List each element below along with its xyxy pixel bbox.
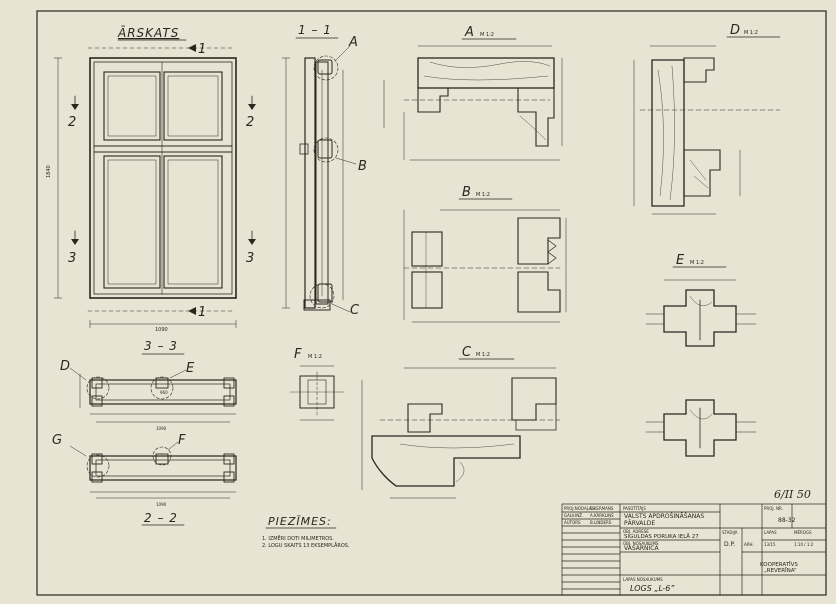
tb-kop-line1: KOOPERATĪVS — [760, 561, 798, 568]
handwritten-date: 6/II 50 — [774, 488, 811, 501]
notes-line2: 2. LOGU SKAITS 13 EKSEMPLĀROS. — [262, 542, 350, 549]
section-2-2-title: 2 – 2 — [144, 511, 178, 525]
detail-B-letter: B — [462, 185, 471, 200]
tb-r1-name: E.KERMANS — [590, 506, 614, 511]
detail-F: F M 1:2 — [289, 347, 345, 421]
dim-3-3-inner: 960 — [160, 390, 168, 395]
marker-one-top: 1 — [198, 42, 206, 57]
tb-stage-value: D.P. — [724, 541, 735, 548]
callout-B-label: B — [358, 159, 367, 174]
title-block: PROJ.NODAĻAS E.KERMANS GALV.INŽ. A.KĀRKL… — [561, 503, 827, 596]
tb-scale-value: 1:10 / 1:2 — [794, 542, 814, 547]
notes-block: PIEZĪMES: 1. IZMĒRI DOTI MILIMETROS. 2. … — [262, 515, 350, 549]
tb-name-value: VASARNĪCA — [624, 545, 659, 552]
detail-E-letter: E — [676, 253, 685, 268]
tb-obj-label: OBJ. ADRESE — [623, 529, 649, 534]
dim-width: 1090 — [155, 327, 168, 333]
dim-height: 1840 — [46, 165, 52, 178]
detail-A-letter: A — [464, 25, 474, 40]
tb-stage-label: STADIJA — [722, 530, 738, 535]
section-1-1: 1 – 1 A B C — [281, 23, 367, 318]
tb-obj-value: SIGULDAS PORUKA IELĀ 27 — [624, 533, 699, 540]
callout-C-label: C — [350, 303, 360, 318]
detail-F-scale: M 1:2 — [308, 354, 322, 360]
marker-three-left: 3 — [68, 251, 76, 266]
callout-G-label: G — [52, 433, 62, 448]
detail-C-scale: M 1:2 — [476, 352, 490, 358]
tb-arch-label: ARH. — [744, 542, 754, 547]
tb-org-line1: VALSTS APDROŠINĀŠANAS — [624, 513, 704, 520]
callout-F-label: F — [178, 433, 186, 448]
callout-D-label: D — [60, 359, 70, 374]
tb-r2-role: GALV.INŽ. — [564, 513, 583, 518]
detail-C: C M 1:2 — [361, 345, 561, 499]
notes-line1: 1. IZMĒRI DOTI MILIMETROS. — [262, 535, 334, 542]
tb-scale-label: MĒROGS — [794, 530, 812, 535]
callout-E-label: E — [186, 361, 195, 376]
tb-name-label: OBJ. NOSAUKUMS — [623, 541, 659, 546]
section-2-2: G F 1090 2 – 2 — [52, 433, 237, 526]
tb-sheet-no: 13/15 — [764, 542, 776, 547]
tb-sheet-value: LOGS „L-6” — [630, 584, 675, 593]
dim-3-3-total: 1090 — [156, 426, 167, 431]
elevation-view: ĀRSKATS 1 1 1090 1840 — [46, 26, 256, 333]
elevation-title: ĀRSKATS — [117, 26, 179, 40]
detail-D: D M 1:2 — [633, 23, 781, 215]
detail-A: A M 1:2 — [383, 25, 563, 161]
section-3-3: 3 – 3 D E 960 1090 — [60, 339, 237, 431]
detail-E-scale: M 1:2 — [690, 260, 704, 266]
tb-r3-role: AUTORS — [564, 520, 581, 525]
tb-org-label: PASŪTĪTĀJS — [623, 506, 646, 511]
marker-one-bottom: 1 — [198, 305, 206, 320]
detail-B: B M 1:2 — [403, 185, 567, 323]
tb-org-line2: PĀRVALDE — [624, 520, 655, 527]
detail-E: E M 1:2 — [645, 253, 757, 457]
tb-sheet-label: LAPAS NOSAUKUMS — [623, 577, 663, 582]
sheet-border — [36, 10, 827, 596]
section-1-1-title: 1 – 1 — [298, 23, 332, 37]
tb-r1-role: PROJ.NODAĻAS — [564, 506, 595, 511]
detail-A-scale: M 1:2 — [480, 32, 494, 38]
detail-C-letter: C — [462, 345, 472, 360]
detail-D-scale: M 1:2 — [744, 30, 758, 36]
detail-F-letter: F — [294, 347, 302, 362]
marker-two-left: 2 — [68, 115, 76, 130]
tb-kop-line2: „REVERĪNA” — [764, 567, 797, 574]
tb-proj-no: 88-32 — [778, 517, 796, 524]
tb-proj-no-label: PROJ. NR. — [764, 506, 783, 511]
detail-B-scale: M 1:2 — [476, 192, 490, 198]
marker-two-right: 2 — [246, 115, 254, 130]
detail-D-letter: D — [730, 23, 740, 38]
marker-three-right: 3 — [246, 251, 254, 266]
callout-A-label: A — [348, 35, 358, 50]
dim-2-2-total: 1090 — [156, 502, 167, 507]
notes-title: PIEZĪMES: — [268, 515, 332, 528]
section-3-3-title: 3 – 3 — [144, 339, 178, 353]
tb-r2-name: A.KĀRKLIŅŠ — [590, 513, 614, 518]
tb-sheet-no-label: LAPAS — [764, 530, 777, 535]
tb-r3-name: B.LINDERS — [590, 520, 612, 525]
